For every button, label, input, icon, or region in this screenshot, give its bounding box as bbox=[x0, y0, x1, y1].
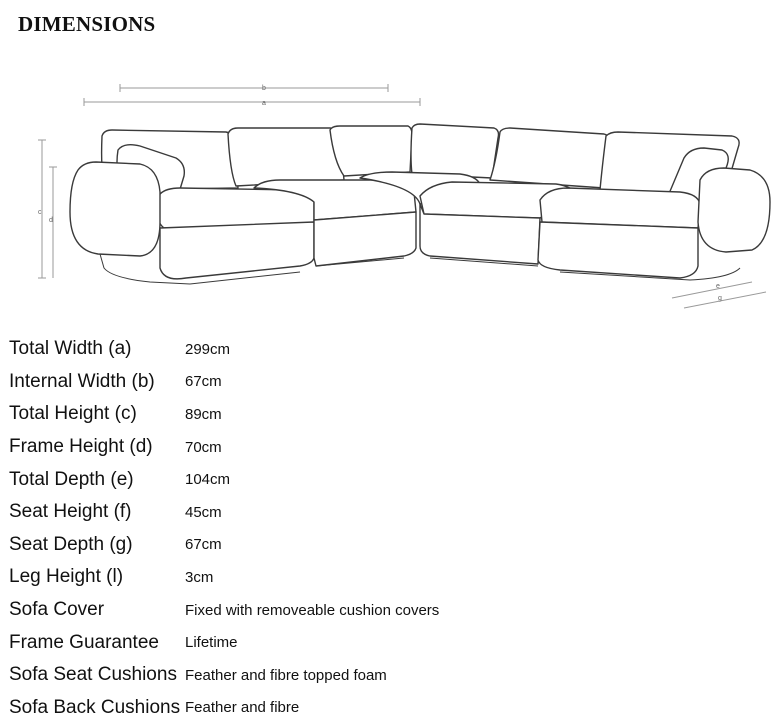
sofa-dimension-diagram: b a c d e g bbox=[38, 84, 771, 309]
letter-c: c bbox=[38, 209, 42, 216]
dimension-line-e bbox=[671, 281, 753, 299]
spec-label: Total Depth (e) bbox=[9, 468, 134, 490]
spec-label: Total Height (c) bbox=[9, 403, 137, 425]
spec-row: Internal Width (b) 67cm bbox=[0, 366, 773, 399]
base-4 bbox=[537, 221, 699, 279]
seat-cushion-1 bbox=[156, 187, 315, 229]
letter-g: g bbox=[718, 295, 722, 302]
back-cushion-2 bbox=[227, 127, 345, 187]
spec-row: Sofa Cover Fixed with removeable cushion … bbox=[0, 594, 773, 627]
spec-value: 45cm bbox=[185, 503, 222, 521]
spec-label: Seat Depth (g) bbox=[9, 533, 133, 555]
spec-label: Sofa Back Cushions bbox=[9, 696, 181, 718]
spec-value: Fixed with removeable cushion covers bbox=[185, 601, 440, 619]
page-title: DIMENSIONS bbox=[18, 12, 156, 36]
letter-e: e bbox=[716, 283, 720, 290]
spec-label: Leg Height (l) bbox=[9, 566, 124, 588]
spec-row: Total Depth (e) 104cm bbox=[0, 463, 773, 496]
spec-row: Sofa Seat Cushions Feather and fibre topp… bbox=[0, 659, 773, 692]
sofa-outline bbox=[69, 123, 771, 280]
spec-row: Seat Height (f) 45cm bbox=[0, 496, 773, 529]
spec-value: 104cm bbox=[185, 471, 231, 489]
spec-value: 89cm bbox=[185, 405, 222, 423]
spec-value: 299cm bbox=[185, 340, 231, 358]
dimension-line-g bbox=[683, 291, 767, 309]
spec-row: Seat Depth (g) 67cm bbox=[0, 529, 773, 562]
spec-label: Frame Guarantee bbox=[9, 631, 159, 653]
spec-value: 67cm bbox=[185, 536, 222, 554]
spec-row: Total Width (a) 299cm bbox=[0, 333, 773, 366]
spec-row: Frame Height (d) 70cm bbox=[0, 431, 773, 464]
letter-b: b bbox=[262, 85, 266, 92]
back-cushion-4 bbox=[410, 123, 500, 179]
arm-right bbox=[697, 167, 771, 253]
spec-value: 67cm bbox=[185, 373, 222, 391]
letter-a: a bbox=[262, 100, 266, 107]
base-1 bbox=[159, 221, 315, 280]
spec-label: Sofa Cover bbox=[9, 599, 105, 621]
seat-cushion-5 bbox=[539, 187, 701, 229]
base-2 bbox=[313, 211, 417, 267]
spec-value: Feather and fibre topped foam bbox=[185, 666, 387, 684]
spec-label: Internal Width (b) bbox=[9, 370, 155, 392]
spec-row: Total Height (c) 89cm bbox=[0, 398, 773, 431]
spec-label: Total Width (a) bbox=[9, 338, 132, 360]
back-cushion-3 bbox=[329, 125, 413, 177]
spec-row: Frame Guarantee Lifetime bbox=[0, 626, 773, 659]
spec-label: Frame Height (d) bbox=[9, 436, 153, 458]
arm-left bbox=[69, 161, 161, 257]
spec-value: 70cm bbox=[185, 438, 222, 456]
spec-value: 3cm bbox=[185, 568, 214, 586]
back-cushion-5 bbox=[489, 127, 612, 189]
letter-d: d bbox=[49, 217, 53, 224]
spec-value: Lifetime bbox=[185, 634, 238, 652]
spec-row: Leg Height (l) 3cm bbox=[0, 561, 773, 594]
spec-label: Seat Height (f) bbox=[9, 501, 132, 523]
spec-value: Feather and fibre bbox=[185, 699, 300, 717]
spec-label: Sofa Seat Cushions bbox=[9, 664, 177, 686]
